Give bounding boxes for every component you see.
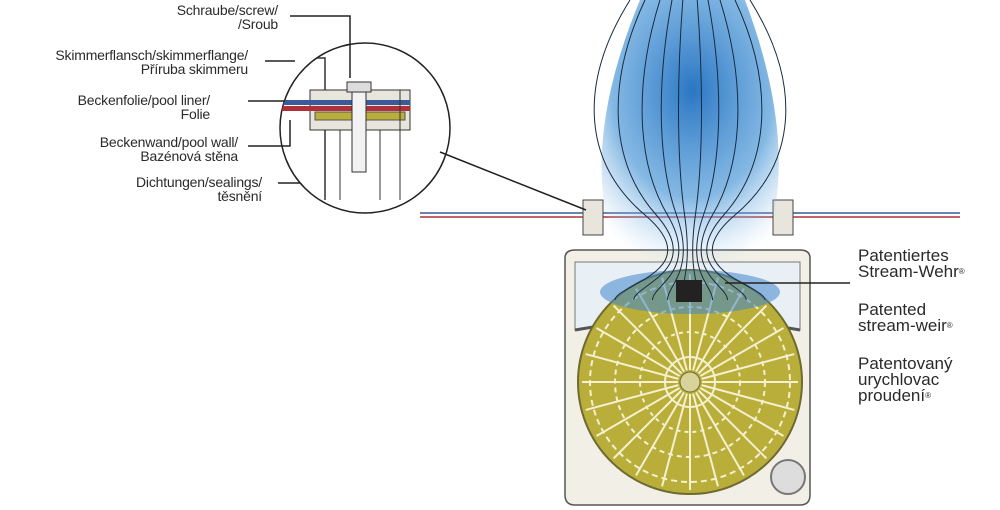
label-text: stream-weir	[858, 316, 947, 335]
weir-label-de: Patentiertes Stream-Wehr®	[858, 246, 965, 281]
basket-spoke	[595, 387, 681, 437]
label-line: Bazénová stěna	[140, 148, 238, 164]
basket-spoke	[701, 353, 795, 380]
basket-spoke	[699, 387, 785, 437]
detail-magnifier	[279, 42, 587, 214]
registered-mark: ®	[946, 321, 953, 330]
label-text: Stream-Wehr	[858, 262, 959, 281]
flow-line	[593, 0, 669, 301]
water-flow	[580, 0, 805, 314]
weir-label-cz: Patentovaný urychlovac proudení®	[858, 354, 953, 405]
label-line: proudení®	[858, 386, 953, 405]
basket-spoke	[612, 389, 683, 460]
basket-spoke	[697, 389, 768, 460]
label-line: urychlovac	[858, 370, 940, 389]
basket-spoke	[585, 384, 679, 411]
basket-spoke	[661, 393, 688, 487]
label-line: těsnění	[217, 188, 262, 204]
label-line: Beckenwand/pool wall/	[99, 134, 238, 150]
flow-line	[641, 0, 680, 301]
basket-spoke	[612, 304, 683, 375]
stream-weir	[676, 280, 702, 302]
weir-label-en: Patented stream-weir®	[858, 300, 953, 335]
label-screw: Schraube/screw/ /Sroub	[177, 3, 278, 31]
basket-spoke	[585, 353, 679, 380]
registered-mark: ®	[925, 391, 932, 400]
flow-line	[696, 0, 720, 301]
label-liner: Beckenfolie/pool liner/ Folie	[77, 92, 211, 122]
flow-line	[617, 0, 674, 301]
label-line: Dichtungen/sealings/	[136, 174, 262, 190]
label-line: /Sroub	[237, 16, 278, 32]
label-line: Patentovaný	[858, 354, 953, 373]
label-sealings: Dichtungen/sealings/ těsnění	[136, 175, 262, 203]
basket-spoke	[697, 304, 768, 375]
flow-line	[660, 0, 684, 301]
basket-spoke	[695, 391, 745, 477]
label-line: Stream-Wehr®	[858, 262, 965, 281]
flow-line	[700, 0, 739, 301]
label-line: Patented	[858, 300, 927, 319]
registered-mark: ®	[958, 267, 965, 276]
skimmer-basket	[577, 269, 806, 495]
basket-spoke	[595, 327, 681, 377]
label-line: Příruba skimmeru	[140, 61, 248, 77]
label-line: Schraube/screw/	[176, 2, 278, 18]
basket-spoke	[699, 327, 785, 377]
label-wall: Beckenwand/pool wall/ Bazénová stěna	[100, 135, 238, 163]
basket-spoke	[701, 384, 795, 411]
leader-lines	[248, 15, 850, 284]
label-line: Beckenfolie/pool liner/	[77, 92, 211, 108]
label-line: Patentiertes	[858, 246, 949, 265]
basket-spoke	[692, 393, 719, 487]
label-flange: Skimmerflansch/skimmerflange/ Příruba sk…	[55, 48, 248, 76]
label-text: proudení	[858, 386, 926, 405]
label-line: Folie	[180, 106, 211, 122]
basket-spoke	[635, 391, 685, 477]
label-line: Skimmerflansch/skimmerflange/	[55, 47, 248, 63]
label-line: stream-weir®	[858, 316, 953, 335]
